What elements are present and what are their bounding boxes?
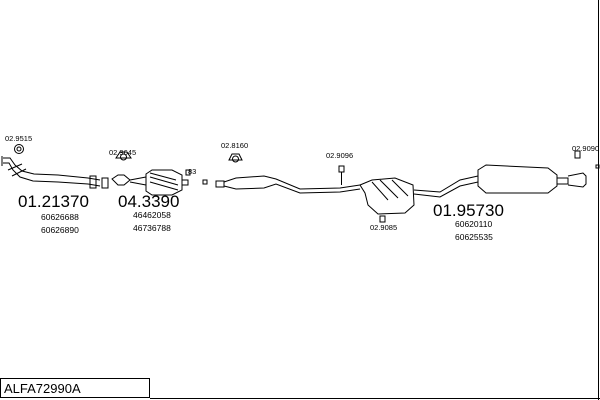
hanger-label-6: 02.9090 xyxy=(572,144,599,153)
oem-number-2a: 46462058 xyxy=(133,210,171,220)
clip-label-2: 02.9645 xyxy=(109,148,136,157)
part-number-front-pipe: 01.21370 xyxy=(18,192,89,211)
part-number-silencer: 01.95730 xyxy=(433,201,504,220)
hanger-label-4: 02.9096 xyxy=(326,151,353,160)
oem-number-5a: 60620110 xyxy=(455,219,492,229)
oem-number-1a: 60626688 xyxy=(41,212,79,222)
front-pipe xyxy=(1,144,109,189)
rear-silencer xyxy=(477,150,600,194)
frame-right-border xyxy=(598,0,599,400)
catalytic-converter xyxy=(111,151,208,196)
clip-label-1: 02.9515 xyxy=(5,134,32,143)
middle-silencer xyxy=(359,175,479,223)
intermediate-pipe xyxy=(215,153,361,194)
oem-number-2b: 46736788 xyxy=(133,223,171,233)
system-code-box: ALFA72990A xyxy=(0,378,150,398)
gasket-label-2: 83 xyxy=(188,167,196,176)
hanger-label-5: 02.9085 xyxy=(370,223,397,232)
system-code: ALFA72990A xyxy=(4,381,81,396)
oem-number-5b: 60625535 xyxy=(455,232,493,242)
oem-number-1b: 60626890 xyxy=(41,225,79,235)
part-number-catalyst: 04.3390 xyxy=(118,192,179,211)
frame-bottom-border xyxy=(150,398,600,399)
clip-label-3: 02.8160 xyxy=(221,141,248,150)
